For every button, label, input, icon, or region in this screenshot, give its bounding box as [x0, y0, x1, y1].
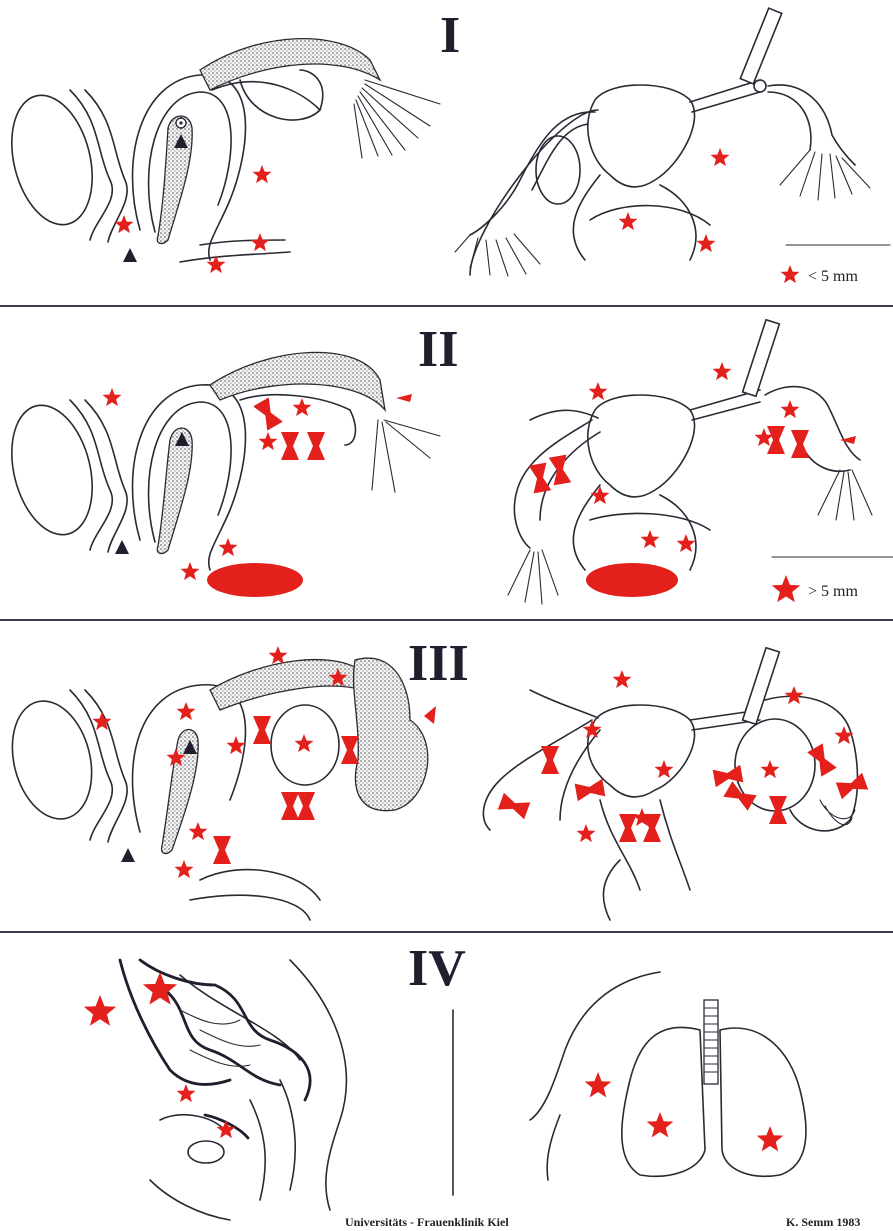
stage-label-i: I: [440, 7, 460, 64]
lesion-star-icon: [251, 233, 270, 251]
lesion-star-icon: [677, 534, 696, 552]
lesion-star-icon: [781, 400, 800, 418]
stage-i-sagittal-view: [0, 39, 440, 262]
lesion-star-icon: [177, 702, 196, 720]
stage-iii-sagittal-view: [1, 658, 428, 920]
lesion-star-icon: [175, 860, 194, 878]
adhesion-band: [341, 736, 359, 764]
lesion-star-icon: [177, 1084, 196, 1102]
adhesion-band: [836, 773, 868, 799]
lesion-star-icon: [757, 1126, 784, 1151]
adhesion-band: [281, 432, 299, 460]
adhesion-band: [767, 426, 785, 454]
lesion-star-icon: [295, 734, 314, 752]
legend-star-icon: [772, 575, 801, 602]
stage-ii-sagittal-view: [0, 352, 440, 570]
lesion-star-icon: [293, 398, 312, 416]
lesion-star-icon: [761, 760, 780, 778]
lesion-star-icon: [217, 1120, 236, 1138]
lesion-star-icon: [583, 720, 602, 738]
legend-star-icon: [781, 265, 800, 283]
lesion-star-icon: [253, 165, 272, 183]
lesion-star-icon: [585, 1072, 612, 1097]
lesion-star-icon: [259, 432, 278, 450]
stage-label-ii: II: [418, 321, 458, 378]
adhesion-band: [253, 716, 271, 744]
lesion-star-icon: [641, 530, 660, 548]
lesion-star-icon: [577, 824, 596, 842]
adhesion-band: [253, 397, 283, 430]
lesion-star-icon: [219, 538, 238, 556]
legend-large-text: > 5 mm: [808, 583, 858, 600]
legend-large: > 5 mm: [772, 557, 893, 602]
legend-small: < 5 mm: [781, 245, 891, 285]
lesion-star-icon: [227, 736, 246, 754]
stage-label-iv: IV: [408, 940, 466, 997]
lesion-star-icon: [697, 234, 716, 252]
endometrioma-ellipse: [207, 563, 303, 597]
legend-small-text: < 5 mm: [808, 268, 858, 285]
lesion-star-icon: [589, 382, 608, 400]
lesion-star-icon: [181, 562, 200, 580]
lesion-star-icon: [655, 760, 674, 778]
adhesion-band: [396, 394, 412, 402]
footer-author: K. Semm 1983: [786, 1215, 860, 1229]
adhesion-band: [307, 432, 325, 460]
footer-institution: Universitäts - Frauenklinik Kiel: [345, 1215, 509, 1229]
lesion-star-icon: [785, 686, 804, 704]
lesion-star-icon: [613, 670, 632, 688]
lesion-star-icon: [103, 388, 122, 406]
adhesion-band: [213, 836, 231, 864]
lesion-star-icon: [713, 362, 732, 380]
endometrioma-ellipse: [586, 563, 678, 597]
adhesion-band: [498, 793, 530, 819]
stage-i-frontal-view: [455, 8, 870, 276]
adhesion-band: [575, 779, 606, 802]
adhesion-band: [791, 430, 809, 458]
adhesion-band: [643, 814, 661, 842]
adhesion-band: [281, 792, 299, 820]
lesion-star-icon: [835, 726, 854, 744]
lesion-star-icon: [647, 1112, 674, 1137]
stage-label-iii: III: [408, 635, 469, 692]
adhesion-band: [529, 463, 552, 494]
lesion-star-icon: [269, 646, 288, 664]
adhesion-band: [541, 746, 559, 774]
lesion-star-icon: [84, 995, 116, 1026]
lesion-star-icon: [591, 486, 610, 504]
adhesion-band: [297, 792, 315, 820]
lesion-star-icon: [711, 148, 730, 166]
stage-iii-frontal-view: [483, 648, 857, 920]
adhesion-band: [549, 455, 572, 486]
lesion-star-icon: [619, 212, 638, 230]
adhesion-band: [619, 814, 637, 842]
lesion-star-icon: [189, 822, 208, 840]
adhesion-band: [424, 706, 436, 724]
